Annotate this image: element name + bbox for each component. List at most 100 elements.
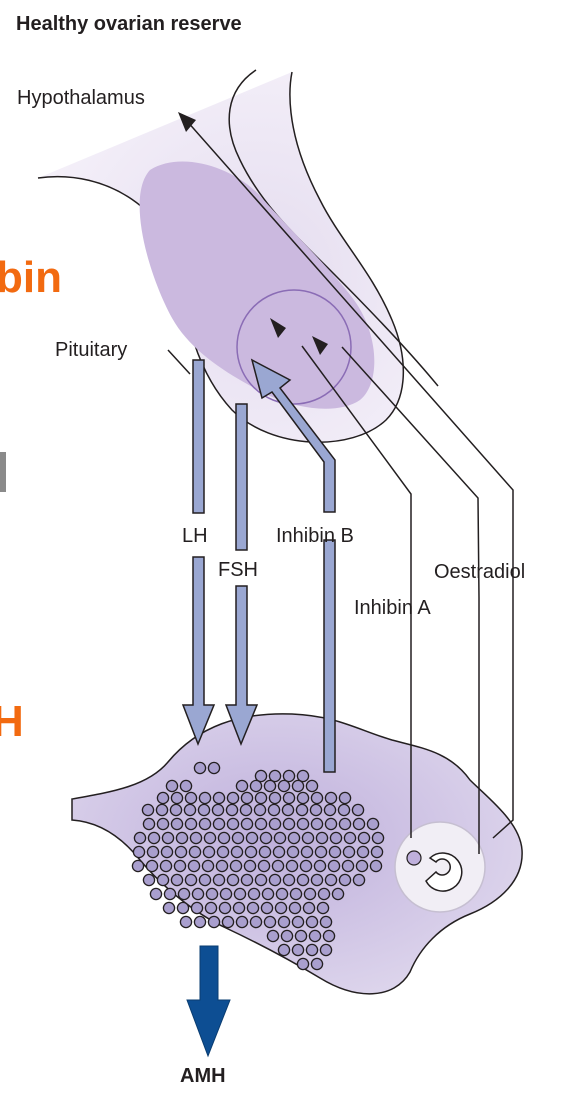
follicle — [339, 874, 350, 885]
follicle — [273, 846, 284, 857]
follicle — [226, 804, 237, 815]
follicle — [316, 832, 327, 843]
follicle — [283, 874, 294, 885]
follicle — [171, 818, 182, 829]
follicle — [241, 818, 252, 829]
follicle — [162, 832, 173, 843]
follicle — [314, 860, 325, 871]
follicle — [309, 930, 320, 941]
follicle — [278, 780, 289, 791]
follicle — [317, 902, 328, 913]
follicle — [230, 860, 241, 871]
follicle — [202, 860, 213, 871]
follicle — [339, 818, 350, 829]
oestradiol-label: Oestradiol — [434, 562, 525, 582]
follicle — [217, 846, 228, 857]
follicle — [166, 780, 177, 791]
follicle — [259, 846, 270, 857]
follicle — [248, 888, 259, 899]
follicle — [276, 888, 287, 899]
follicle — [300, 860, 311, 871]
amh-label: AMH — [180, 1066, 226, 1086]
diagram-title: Healthy ovarian reserve — [16, 14, 242, 34]
follicle — [231, 846, 242, 857]
follicle — [306, 780, 317, 791]
follicle — [170, 804, 181, 815]
follicle — [192, 888, 203, 899]
follicle — [255, 792, 266, 803]
follicle — [190, 832, 201, 843]
follicle — [219, 902, 230, 913]
follicle — [357, 846, 368, 857]
follicle — [258, 860, 269, 871]
follicle — [185, 818, 196, 829]
follicle — [283, 792, 294, 803]
follicle — [290, 888, 301, 899]
follicle — [233, 902, 244, 913]
follicle — [356, 860, 367, 871]
follicle — [255, 874, 266, 885]
follicle — [261, 902, 272, 913]
follicle — [147, 846, 158, 857]
follicle — [342, 860, 353, 871]
follicle — [203, 846, 214, 857]
follicle — [269, 792, 280, 803]
follicle — [289, 902, 300, 913]
follicle — [185, 792, 196, 803]
follicle — [311, 792, 322, 803]
follicle — [344, 832, 355, 843]
follicle — [324, 804, 335, 815]
lh-bar-top — [193, 360, 204, 513]
follicle — [204, 832, 215, 843]
follicle — [339, 792, 350, 803]
fsh-label: FSH — [218, 560, 258, 580]
follicle — [328, 860, 339, 871]
follicle — [194, 916, 205, 927]
follicle — [325, 874, 336, 885]
follicle — [250, 780, 261, 791]
follicle — [292, 916, 303, 927]
follicle — [274, 832, 285, 843]
pituitary-label: Pituitary — [55, 340, 127, 360]
fsh-bar-top — [236, 404, 247, 550]
follicle — [264, 916, 275, 927]
follicle — [269, 874, 280, 885]
inhibin-b-label: Inhibin B — [276, 526, 354, 546]
follicle — [148, 832, 159, 843]
pituitary-pointer — [168, 350, 190, 374]
follicle — [175, 846, 186, 857]
follicle — [171, 874, 182, 885]
follicle — [163, 902, 174, 913]
follicle — [297, 792, 308, 803]
follicle — [236, 780, 247, 791]
follicle — [143, 818, 154, 829]
follicle — [283, 818, 294, 829]
follicle — [302, 832, 313, 843]
follicle — [282, 804, 293, 815]
follicle — [269, 818, 280, 829]
follicle — [245, 846, 256, 857]
follicle — [292, 944, 303, 955]
follicle — [297, 818, 308, 829]
follicle — [267, 930, 278, 941]
follicle — [232, 832, 243, 843]
follicle — [157, 792, 168, 803]
follicle — [353, 874, 364, 885]
follicle — [262, 888, 273, 899]
follicle — [372, 832, 383, 843]
lh-arrow — [183, 557, 214, 744]
follicle — [171, 792, 182, 803]
follicle — [303, 902, 314, 913]
slide-fragment-bin: bin — [0, 256, 62, 300]
follicle — [216, 860, 227, 871]
follicle — [311, 818, 322, 829]
follicle — [310, 804, 321, 815]
follicle — [161, 846, 172, 857]
follicle — [157, 818, 168, 829]
follicle — [198, 804, 209, 815]
follicle — [150, 888, 161, 899]
follicle — [296, 804, 307, 815]
follicle — [338, 804, 349, 815]
follicle — [199, 818, 210, 829]
